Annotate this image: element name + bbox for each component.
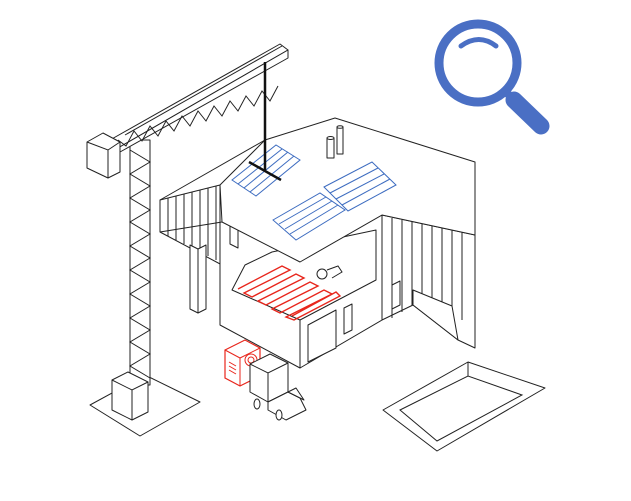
house-icon (159, 117, 476, 369)
front-door (307, 309, 337, 363)
pool-icon (382, 361, 546, 452)
floor-heating-icon (237, 265, 342, 321)
chimney (326, 125, 344, 159)
crane-icon (86, 43, 289, 421)
crane-load-beam (248, 160, 282, 182)
magnifier-icon (434, 19, 550, 135)
front-window (343, 303, 353, 335)
truck-icon (249, 353, 307, 421)
boiler (316, 268, 328, 280)
